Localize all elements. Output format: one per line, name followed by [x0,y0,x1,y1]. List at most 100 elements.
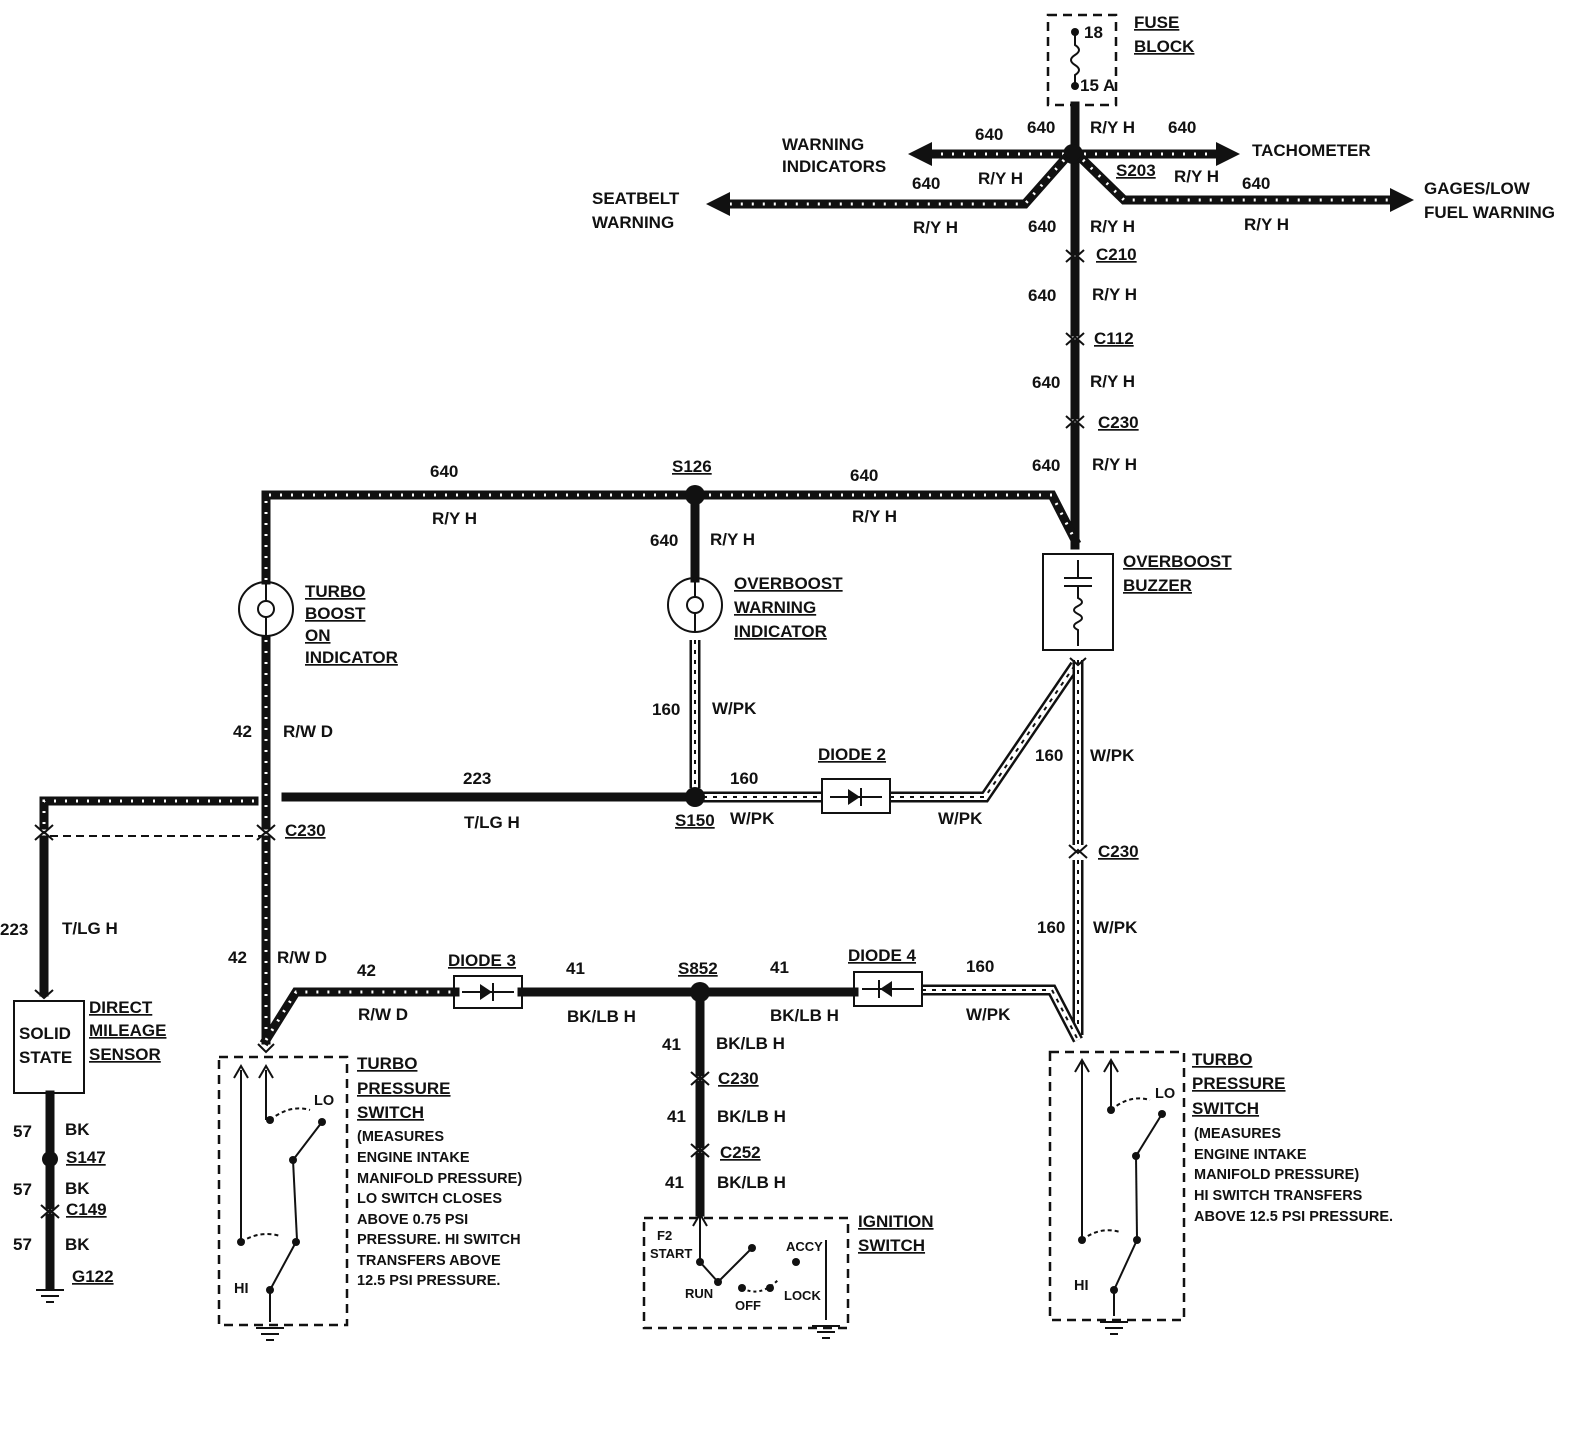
circuit-color: BK [65,1235,90,1254]
wire-640-feed [1063,101,1085,550]
diode-2 [821,778,891,814]
circuit-num: 160 [966,957,994,976]
tps-left-note: PRESSURE. HI SWITCH [357,1232,521,1248]
circuit-num: 160 [1035,746,1063,765]
ign-accy: ACCY [786,1239,823,1254]
ign-off: OFF [735,1298,761,1313]
hi-label: HI [234,1281,249,1297]
hi-label: HI [1074,1278,1089,1294]
tps-right-note: HI SWITCH TRANSFERS [1194,1188,1363,1204]
circuit-color: R/Y H [913,218,958,237]
circuit-color: BK/LB H [716,1034,785,1053]
circuit-color: BK/LB H [770,1006,839,1025]
fuse-block-title-2: BLOCK [1134,37,1195,56]
overboost-buzzer-label: BUZZER [1123,576,1192,595]
circuit-num: 223 [0,920,28,939]
circuit-num: 640 [1028,217,1056,236]
branch-wires [706,142,1414,216]
arrow-seatbelt [706,192,730,216]
tps-right-title: PRESSURE [1192,1074,1286,1093]
circuit-color: R/Y H [1244,215,1289,234]
diode-icon [848,789,860,805]
tps-right-title: SWITCH [1192,1099,1259,1118]
circuit-color: BK/LB H [567,1007,636,1026]
tps-left-note: MANIFOLD PRESSURE) [357,1171,522,1187]
circuit-num: 57 [13,1180,32,1199]
ignition-switch [642,1212,850,1339]
fuse-rating: 15 A [1080,76,1115,95]
diode-icon [880,981,892,997]
turbo-boost-label: BOOST [305,604,366,623]
label-seatbelt-2: WARNING [592,213,674,232]
circuit-num: 160 [1037,918,1065,937]
circuit-color: BK [65,1120,90,1139]
diode-4-label: DIODE 4 [848,946,917,965]
circuit-color: R/W D [283,722,333,741]
circuit-num: 41 [566,959,585,978]
circuit-num: 160 [730,769,758,788]
ground-icon [36,1289,64,1303]
diode-4 [853,971,923,1007]
connector-c112-icon [1065,332,1085,346]
fuse-block-title: FUSE [1134,13,1179,32]
dms-label: DIRECT [89,998,153,1017]
label-gages-2: FUEL WARNING [1424,203,1555,222]
overboost-buzzer [1042,553,1114,651]
dms-label: MILEAGE [89,1021,166,1040]
overboost-warning-indicator [667,577,723,633]
turbo-pressure-switch-left [217,1043,349,1341]
overboost-buzzer-label: OVERBOOST [1123,552,1232,571]
wire-160 [689,640,1088,1043]
circuit-num: 640 [1032,456,1060,475]
circuit-color: T/LG H [464,813,520,832]
circuit-color: W/PK [938,809,983,828]
connector-c230-icon [256,824,276,841]
connector-c252-icon [690,1143,710,1158]
circuit-color: W/PK [712,699,757,718]
circuit-num: 42 [233,722,252,741]
connector-s126-label: S126 [672,457,712,476]
circuit-num: 57 [13,1122,32,1141]
circuit-num: 223 [463,769,491,788]
circuit-num: 42 [357,961,376,980]
diode-icon [480,984,492,1000]
overboost-indicator-label: OVERBOOST [734,574,843,593]
circuit-color: R/Y H [1090,118,1135,137]
connector-c149-icon [40,1204,60,1219]
diode-3 [453,975,523,1009]
connector-c252-label: C252 [720,1143,761,1162]
turbo-boost-label: TURBO [305,582,365,601]
circuit-color: W/PK [966,1005,1011,1024]
label-warning-indicators: WARNING [782,135,864,154]
lo-label: LO [314,1093,334,1109]
ignition-title: IGNITION [858,1212,934,1231]
circuit-num: 41 [665,1173,684,1192]
diode-3-label: DIODE 3 [448,951,516,970]
circuit-color: R/Y H [432,509,477,528]
circuit-num: 640 [912,174,940,193]
circuit-num: 640 [1168,118,1196,137]
circuit-color: R/Y H [978,169,1023,188]
tps-left-note: LO SWITCH CLOSES [357,1191,502,1207]
circuit-color: R/W D [358,1005,408,1024]
circuit-num: 640 [975,125,1003,144]
bulb-icon [686,596,704,614]
tps-left-title: TURBO [357,1054,417,1073]
circuit-color: R/Y H [1174,167,1219,186]
connector-c230-icon [1065,415,1085,429]
dms-label: SENSOR [89,1045,161,1064]
splice-s147 [42,1151,58,1167]
connector-s150-label: S150 [675,811,715,830]
circuit-num: 160 [652,700,680,719]
tps-right-note: ABOVE 12.5 PSI PRESSURE. [1194,1209,1393,1225]
connector-s203-label: S203 [1116,161,1156,180]
circuit-color: W/PK [730,809,775,828]
connector-c230-label: C230 [1098,413,1139,432]
lo-label: LO [1155,1086,1175,1102]
circuit-num: 640 [850,466,878,485]
tps-left-note: (MEASURES [357,1129,444,1145]
turbo-boost-label: ON [305,626,331,645]
circuit-num: 42 [228,948,247,967]
fuse-icon [1070,30,1080,88]
circuit-color: R/Y H [852,507,897,526]
